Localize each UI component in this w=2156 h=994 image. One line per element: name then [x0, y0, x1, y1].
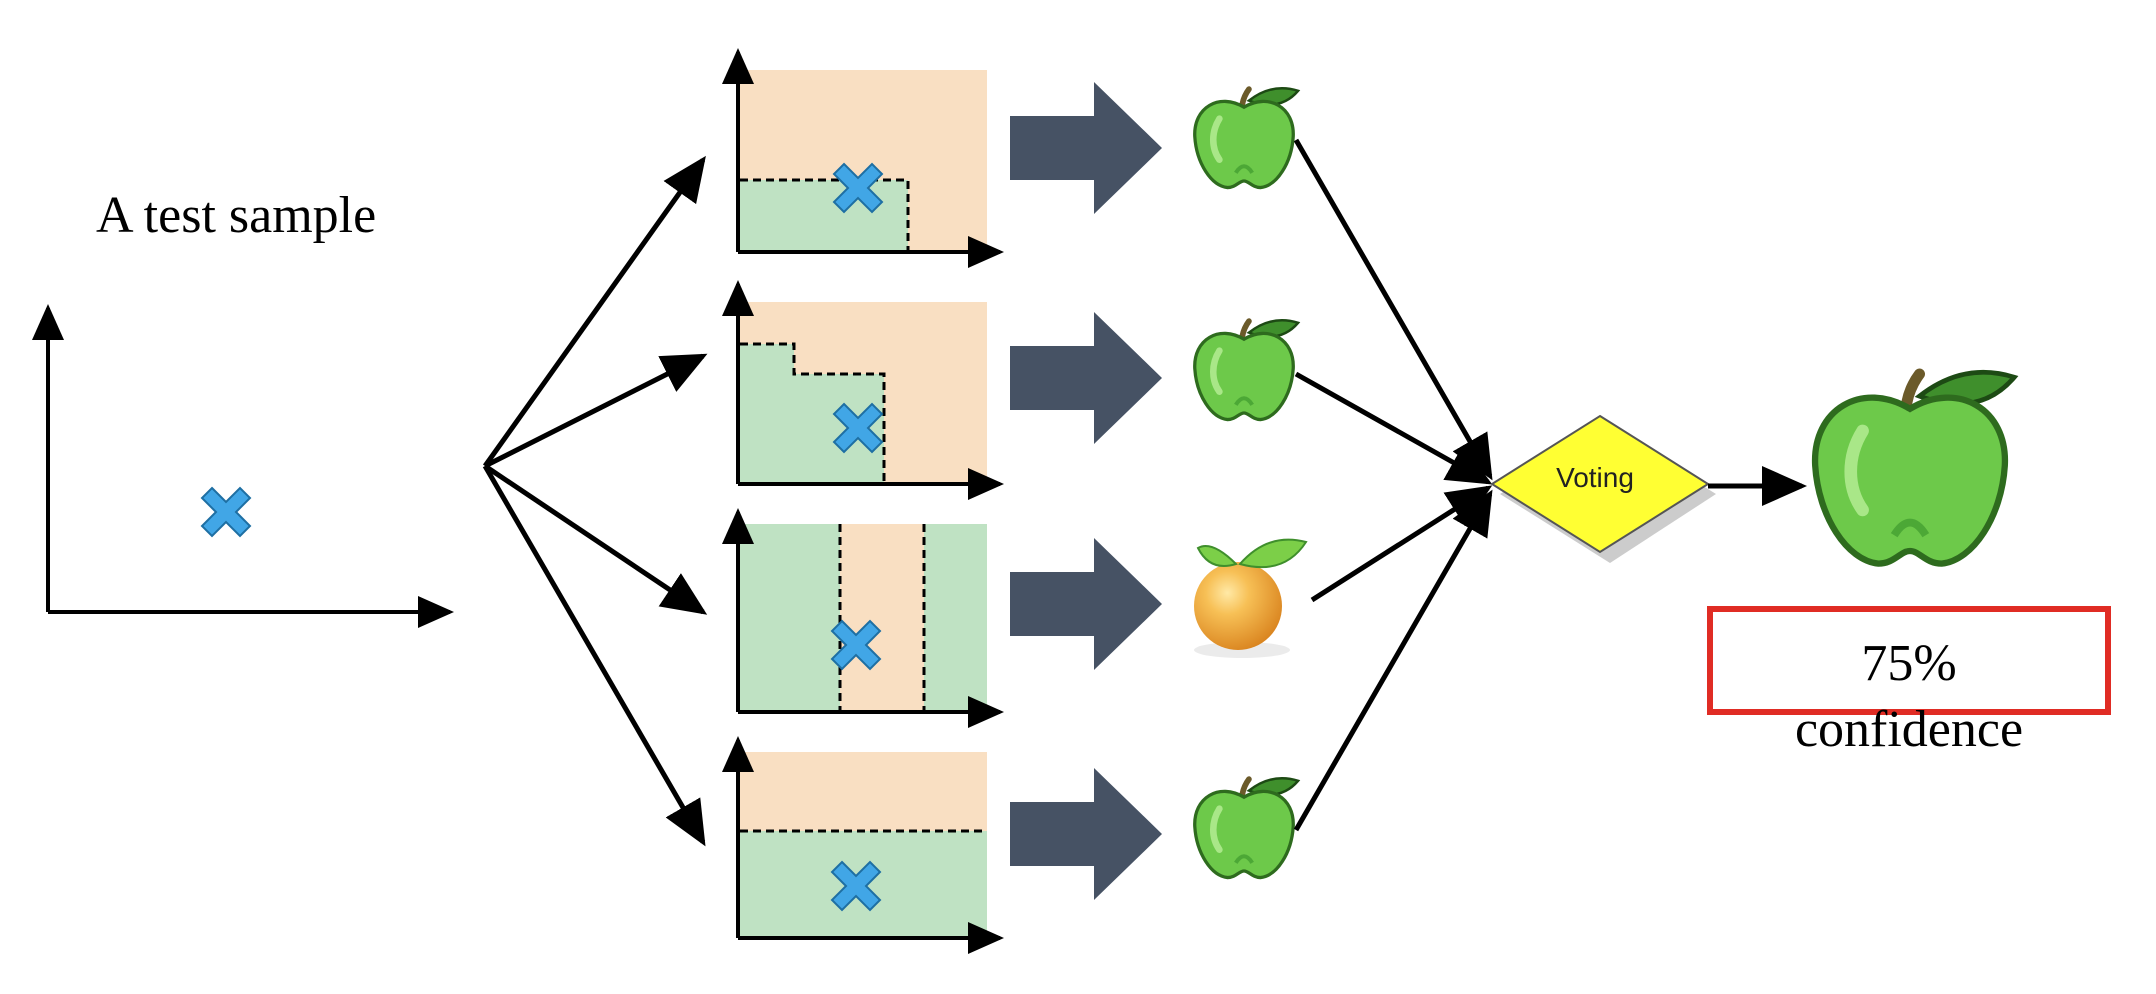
- arrow-to-tree-3: [483, 463, 708, 615]
- apple-icon: [1195, 778, 1298, 877]
- block-arrow-2: [1010, 312, 1162, 444]
- decision-boundary: [740, 178, 910, 252]
- vote-arrows: [1293, 138, 1493, 832]
- arrow-to-tree-1: [482, 155, 706, 468]
- arrow-to-tree-4: [482, 464, 706, 847]
- block-arrow-1: [1010, 82, 1162, 214]
- voting-node: [1490, 414, 1716, 563]
- arrow-to-tree-2: [483, 353, 708, 469]
- test-sample-marker: [201, 487, 251, 537]
- test-sample-plot: [31, 304, 454, 628]
- decision-boundary: [740, 342, 886, 484]
- block-arrow-4: [1010, 768, 1162, 900]
- tree-2-partition-plot: [722, 280, 1004, 500]
- tree-1-partition-plot: [722, 48, 1004, 268]
- result-apple-icon: [1815, 372, 2014, 563]
- orange-icon: [1193, 538, 1307, 659]
- test-sample-title: A test sample: [96, 187, 377, 244]
- vote-arrow-1: [1293, 138, 1493, 481]
- voting-diamond: [1490, 414, 1710, 554]
- vote-arrow-2: [1294, 371, 1493, 485]
- tree-4-partition-plot: [722, 736, 1004, 954]
- apple-icon: [1195, 320, 1298, 419]
- apple-icon: [1195, 88, 1298, 187]
- region-green: [740, 180, 908, 252]
- confidence-box: [1707, 606, 2111, 715]
- confidence-label: confidence: [1794, 701, 2024, 758]
- tree-3-partition-plot: [722, 508, 1004, 728]
- region-orange: [840, 524, 924, 712]
- voting-label: Voting: [1556, 462, 1634, 493]
- block-arrow-3: [1010, 538, 1162, 670]
- predictions: [1193, 88, 1307, 877]
- block-arrows: [1010, 82, 1162, 900]
- fan-out-arrows: [482, 155, 708, 847]
- vote-arrow-4: [1293, 489, 1493, 832]
- confidence-value: 75%: [1861, 635, 1957, 692]
